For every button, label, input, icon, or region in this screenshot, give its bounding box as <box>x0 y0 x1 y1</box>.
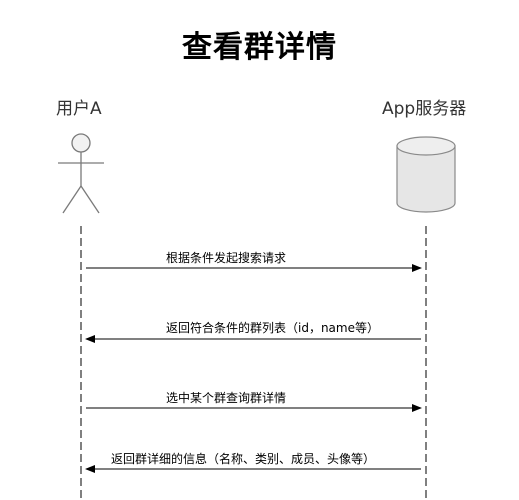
participant-user-label: 用户A <box>56 99 102 119</box>
message-label-4: 返回群详细的信息（名称、类别、成员、头像等） <box>111 452 376 466</box>
message-label-2: 返回符合条件的群列表（id，name等） <box>166 321 379 335</box>
message-label-3: 选中某个群查询群详情 <box>166 391 287 405</box>
message-label-1: 根据条件发起搜索请求 <box>166 251 287 265</box>
diagram-title: 查看群详情 <box>182 30 337 65</box>
stick-figure-icon <box>58 133 104 214</box>
participant-server-label: App服务器 <box>382 99 467 119</box>
database-cylinder-icon <box>396 136 456 213</box>
